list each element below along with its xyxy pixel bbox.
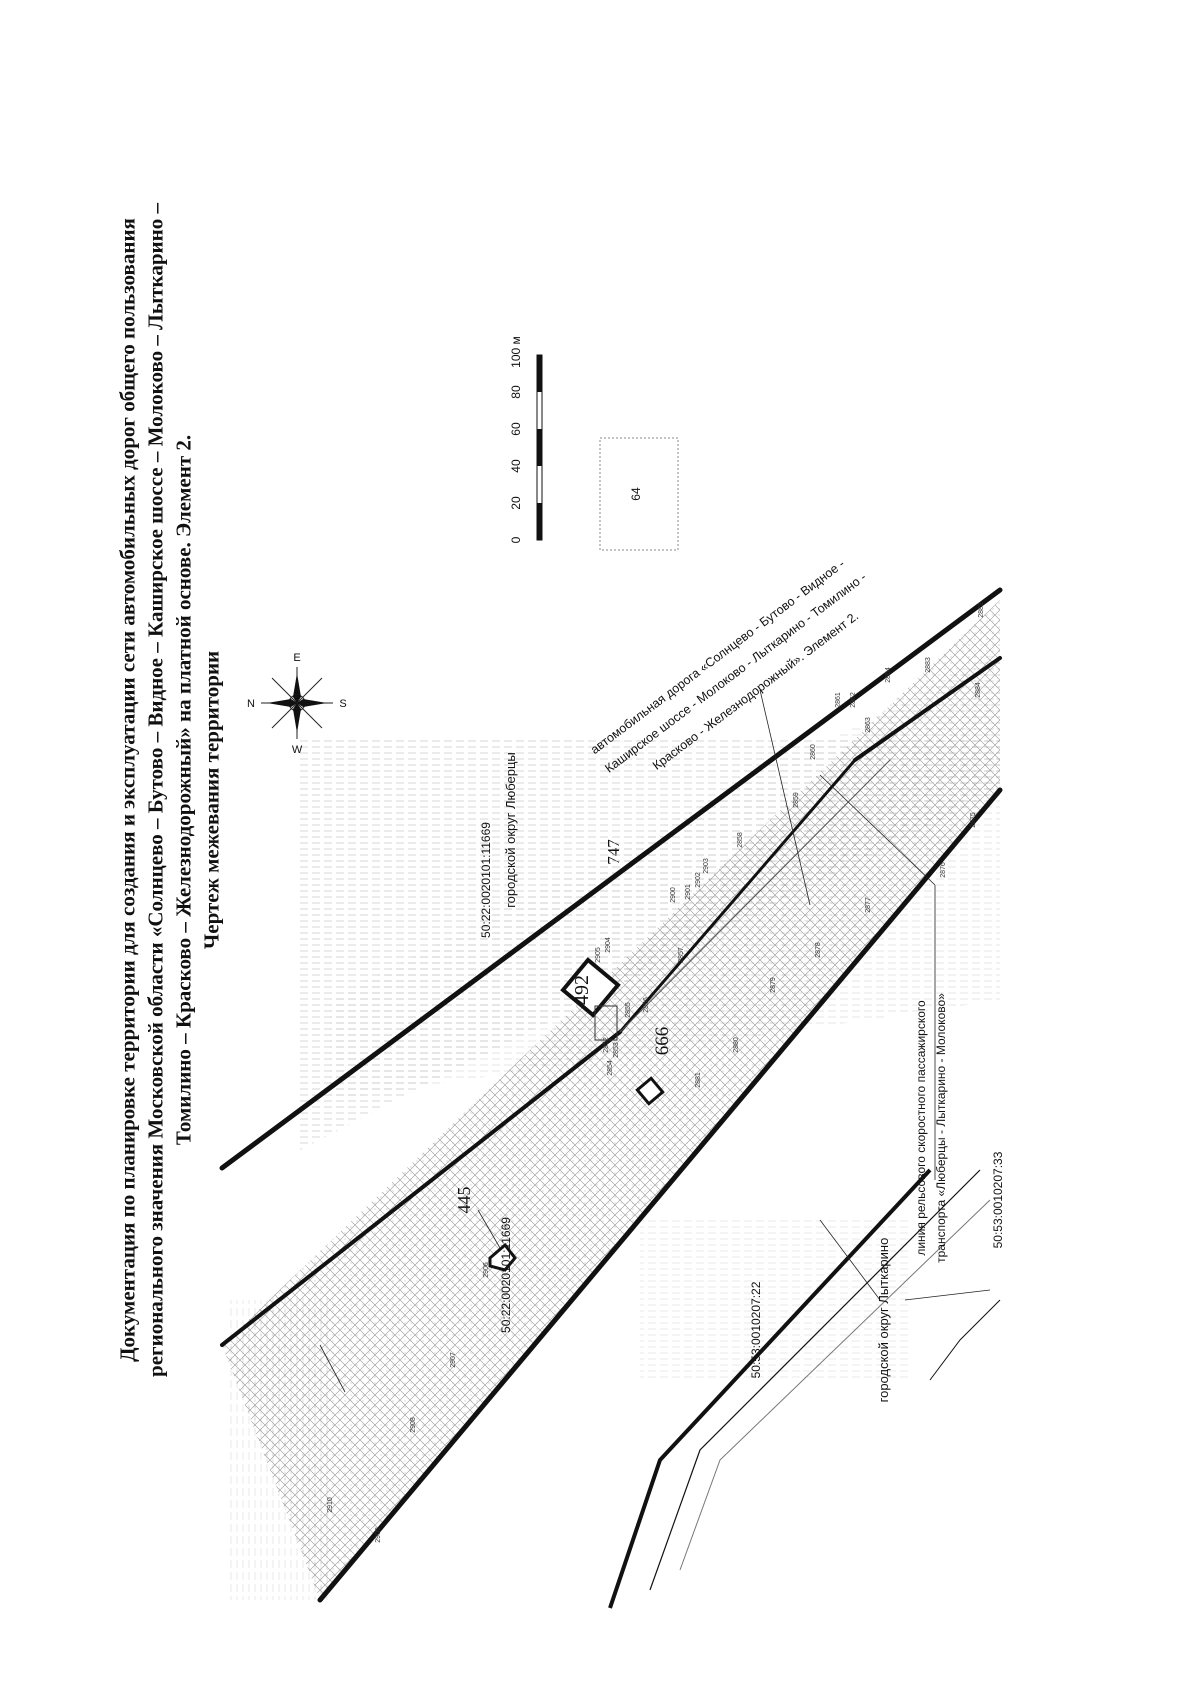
point-label: 2908 bbox=[410, 1417, 417, 1433]
parcel-666[interactable]: 666 bbox=[635, 1027, 673, 1106]
scale-bar: 0 20 40 60 80 100 м bbox=[509, 336, 543, 543]
point-label: 2861 bbox=[835, 692, 842, 708]
point-label: 2864 bbox=[885, 667, 892, 683]
point-label: 2900 bbox=[670, 887, 677, 903]
compass-rose: N S E W bbox=[247, 652, 347, 756]
scale-tick-80: 80 bbox=[509, 385, 523, 399]
point-label: 2909 bbox=[375, 1527, 382, 1543]
parcel-445[interactable]: 445 bbox=[454, 1187, 517, 1272]
point-label: 2877 bbox=[865, 897, 872, 913]
scale-tick-20: 20 bbox=[509, 496, 523, 510]
compass-south: S bbox=[339, 698, 346, 710]
parcel-445-label: 445 bbox=[454, 1187, 474, 1214]
point-label: 2881 bbox=[695, 1072, 702, 1088]
label-cadastral-1: 50:22:0020101:11669 bbox=[479, 822, 493, 938]
point-label: 2910 bbox=[327, 1497, 334, 1513]
point-label: 2859 bbox=[793, 792, 800, 808]
label-district-lytkarino: городской округ Лыткарино bbox=[876, 1238, 891, 1403]
label-cadastral-4: 50:53:0010207:33 bbox=[991, 1151, 1005, 1248]
legend-box-label: 64 bbox=[629, 487, 643, 501]
legend-box: 64 bbox=[599, 437, 679, 551]
point-label: 2902 bbox=[695, 872, 702, 888]
point-label: 2903 bbox=[703, 858, 710, 874]
point-label: 2858 bbox=[737, 832, 744, 848]
label-rail-line-2: транспорта «Люберцы - Лыткарино - Молоко… bbox=[934, 993, 948, 1263]
point-label: 2882 bbox=[978, 602, 985, 618]
scale-tick-60: 60 bbox=[509, 422, 523, 436]
parcel-492[interactable]: 492 bbox=[560, 957, 621, 1041]
lytkarino-boundary bbox=[608, 1168, 1001, 1609]
compass-north: N bbox=[247, 698, 255, 710]
point-label: 2907 bbox=[450, 1352, 457, 1368]
point-label: 2854 bbox=[607, 1060, 614, 1076]
point-label: 2853 bbox=[613, 1042, 620, 1058]
scale-tick-40: 40 bbox=[509, 459, 523, 473]
point-label: 2863 bbox=[865, 717, 872, 733]
label-rail-line-1: линия рельсового скоростного пассажирско… bbox=[914, 1000, 928, 1256]
compass-east: E bbox=[293, 652, 300, 664]
point-label: 2906 bbox=[483, 1262, 490, 1278]
scale-tick-0: 0 bbox=[509, 536, 523, 543]
point-label: 2855 bbox=[625, 1002, 632, 1018]
point-label: 2884 bbox=[975, 682, 982, 698]
point-label: 2883 bbox=[925, 657, 932, 673]
point-label: 2860 bbox=[810, 744, 817, 760]
leader-lines bbox=[319, 689, 991, 1393]
point-label: 2875 bbox=[970, 812, 977, 828]
road-corridor bbox=[222, 600, 1000, 1600]
point-label: 2862 bbox=[850, 692, 857, 708]
point-label: 2857 bbox=[678, 947, 685, 963]
point-label: 2904 bbox=[605, 937, 612, 953]
point-label: 2856 bbox=[643, 997, 650, 1013]
point-label: 2879 bbox=[770, 977, 777, 993]
compass-west: W bbox=[292, 744, 303, 756]
point-label: 2880 bbox=[733, 1037, 740, 1053]
label-cadastral-2: 50:22:0020101:11669 bbox=[499, 1217, 513, 1333]
point-label: 2852 bbox=[603, 1037, 610, 1053]
point-label: 2905 bbox=[595, 947, 602, 963]
point-label: 2876 bbox=[940, 862, 947, 878]
label-cadastral-3: 50:53:0010207:22 bbox=[749, 1281, 763, 1378]
point-label: 2901 bbox=[685, 884, 692, 900]
parcel-492-label: 492 bbox=[571, 975, 593, 1005]
scale-tick-100: 100 м bbox=[509, 336, 523, 368]
point-label: 2878 bbox=[815, 942, 822, 958]
parcel-666-label: 666 bbox=[652, 1027, 673, 1056]
road-boundaries bbox=[219, 587, 1003, 1603]
label-district-lyubertsy: городской округ Люберцы bbox=[503, 752, 518, 908]
